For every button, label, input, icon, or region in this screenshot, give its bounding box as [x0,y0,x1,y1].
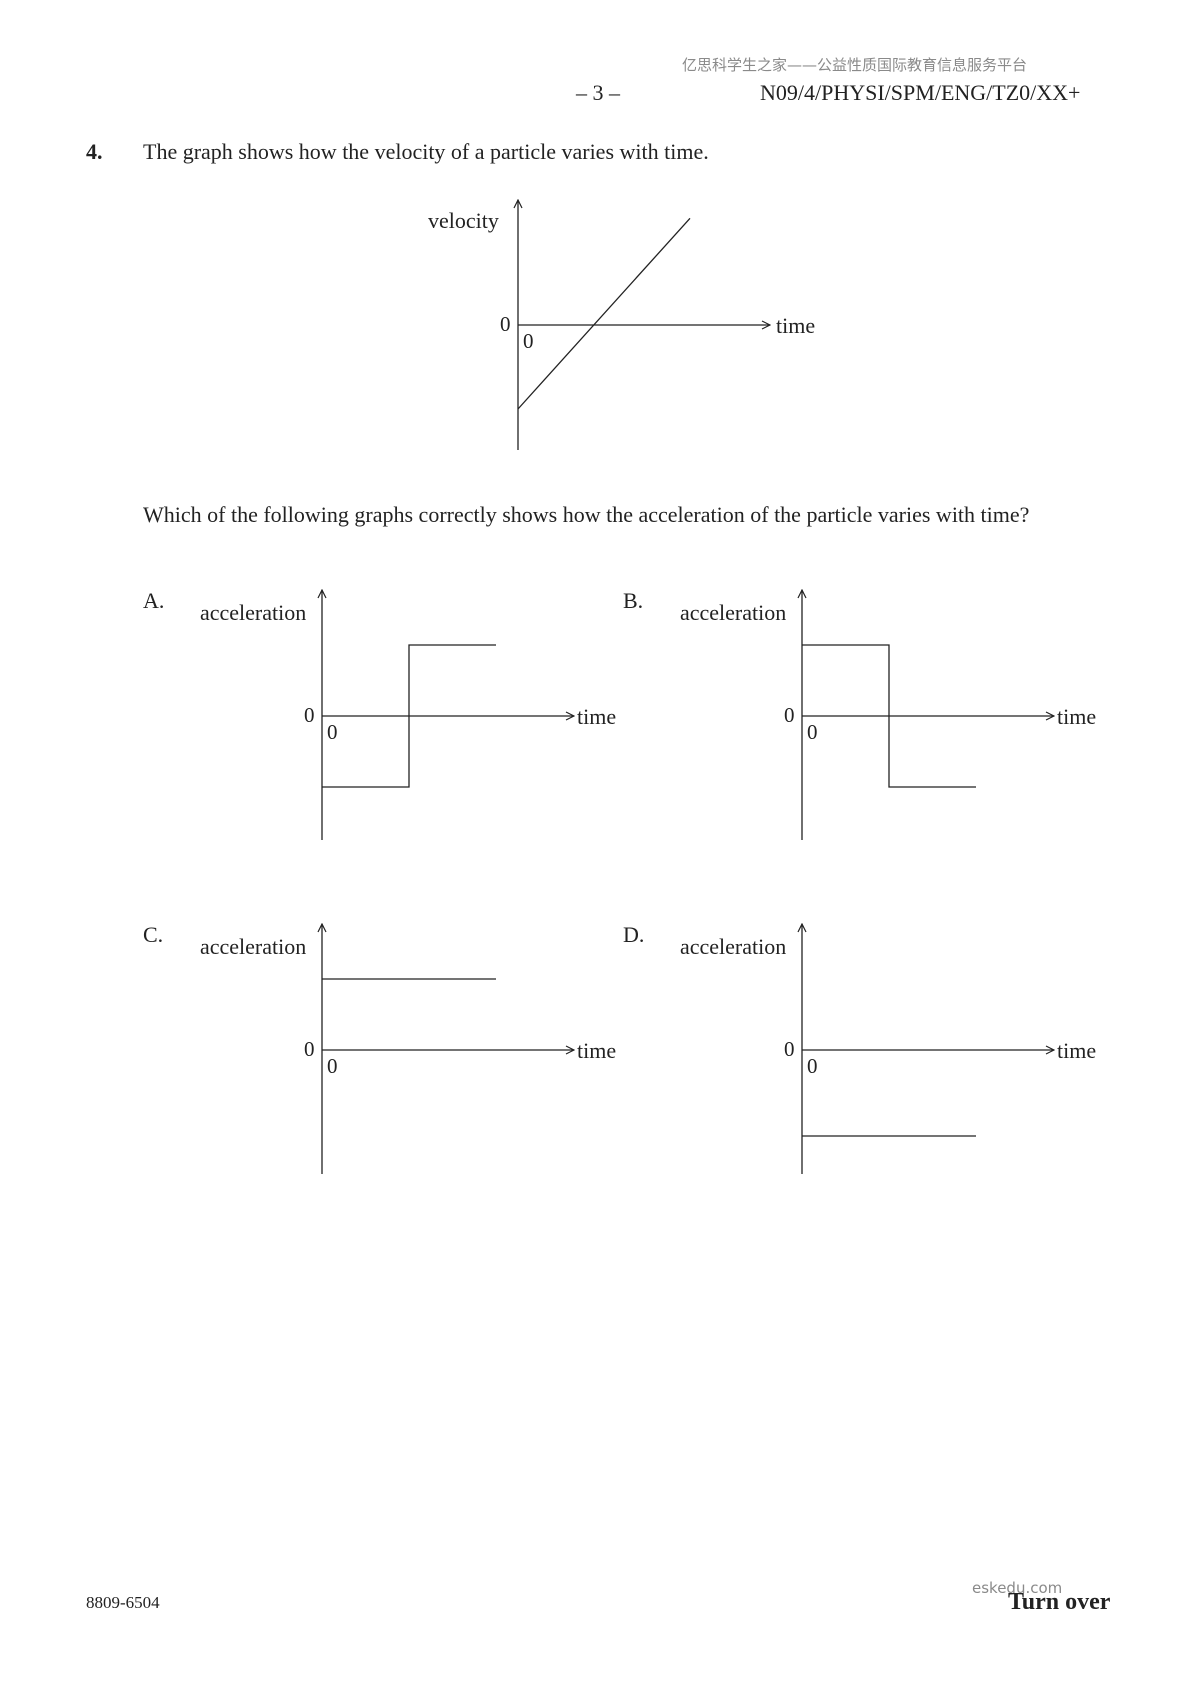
option-d-origin-y: 0 [784,1037,795,1061]
option-c-origin-x: 0 [327,1054,338,1078]
turn-over: Turn over [1008,1589,1111,1615]
option-a-graph: acceleration time 0 0 [200,585,616,840]
exam-code: N09/4/PHYSI/SPM/ENG/TZ0/XX+ [760,80,1081,105]
option-b-y-label: acceleration [680,600,786,625]
option-d-x-label: time [1057,1038,1096,1063]
velocity-y-label: velocity [428,208,499,233]
velocity-line [517,217,691,410]
option-a-y-label: acceleration [200,600,306,625]
option-d-label: D. [623,922,645,947]
option-b-label: B. [623,588,644,613]
option-b-graph: acceleration time 0 0 [680,585,1096,840]
option-a-origin-x: 0 [327,720,338,744]
option-c-label: C. [143,922,164,947]
option-b-origin-y: 0 [784,703,795,727]
question-stem: The graph shows how the velocity of a pa… [143,139,709,164]
option-a-origin-y: 0 [304,703,315,727]
velocity-origin-y: 0 [500,312,511,336]
question-number: 4. [86,139,103,164]
option-d-graph: acceleration time 0 0 [680,919,1096,1174]
option-a-x-label: time [577,704,616,729]
velocity-x-label: time [776,313,815,338]
option-c-x-label: time [577,1038,616,1063]
footer-code: 8809-6504 [86,1593,160,1612]
question-prompt: Which of the following graphs correctly … [143,502,1030,527]
page-number: – 3 – [576,80,620,105]
velocity-graph: velocity time 0 0 [428,190,815,450]
option-c-origin-y: 0 [304,1037,315,1061]
velocity-origin-x: 0 [523,329,534,353]
option-d-y-label: acceleration [680,934,786,959]
option-c-y-label: acceleration [200,934,306,959]
option-b-x-label: time [1057,704,1096,729]
footer-watermark: eskedu.com [972,1579,1063,1597]
option-c-graph: acceleration time 0 0 [200,919,616,1174]
option-b-line [802,644,976,788]
option-a-line [322,644,496,788]
option-b-origin-x: 0 [807,720,818,744]
option-d-origin-x: 0 [807,1054,818,1078]
header-watermark: 亿思科学生之家——公益性质国际教育信息服务平台 [682,56,1028,74]
option-a-label: A. [143,588,165,613]
